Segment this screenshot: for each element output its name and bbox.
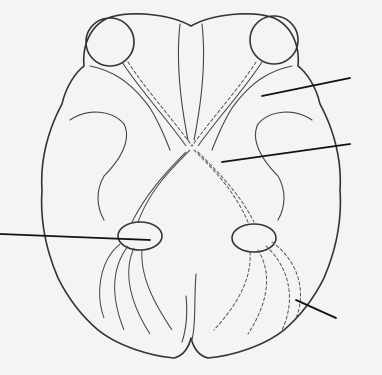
left-optic-radiation-3 [142,250,172,330]
left-lateral-geniculate-nucleus [118,222,162,250]
right-optic-radiation-1 [266,246,289,330]
right-optic-radiation-3 [214,252,250,330]
right-temporal-lobe [255,112,312,220]
left-optic-nerve [122,62,186,146]
right-lateral-geniculate-nucleus [232,224,276,252]
right-frontal-midline [194,24,204,140]
left-optic-radiation-2 [129,248,150,334]
right-optic-radiation-2 [248,250,267,334]
right-eye [250,16,298,64]
right-orbital-gyrus [212,66,292,150]
right-optic-radiation-4 [272,242,301,318]
brainstem-midline [192,274,196,340]
right-optic-nerve [198,62,262,146]
brain-outline [42,14,341,358]
left-orbital-gyrus [90,66,170,150]
left-eye [86,18,134,66]
right-optic-tract [194,150,248,222]
left-optic-radiation-1 [115,246,128,330]
leader-lateral-geniculate-nucleus [0,234,150,240]
leader-optic-radiation [296,300,336,318]
left-temporal-lobe [70,112,127,220]
left-optic-tract [138,150,190,222]
occipital-notch [182,296,187,342]
leader-optic-nerve [262,78,350,96]
right-optic-nerve-dashed [192,62,256,146]
leader-optic-chiasm [222,144,350,162]
left-frontal-midline [178,24,188,140]
